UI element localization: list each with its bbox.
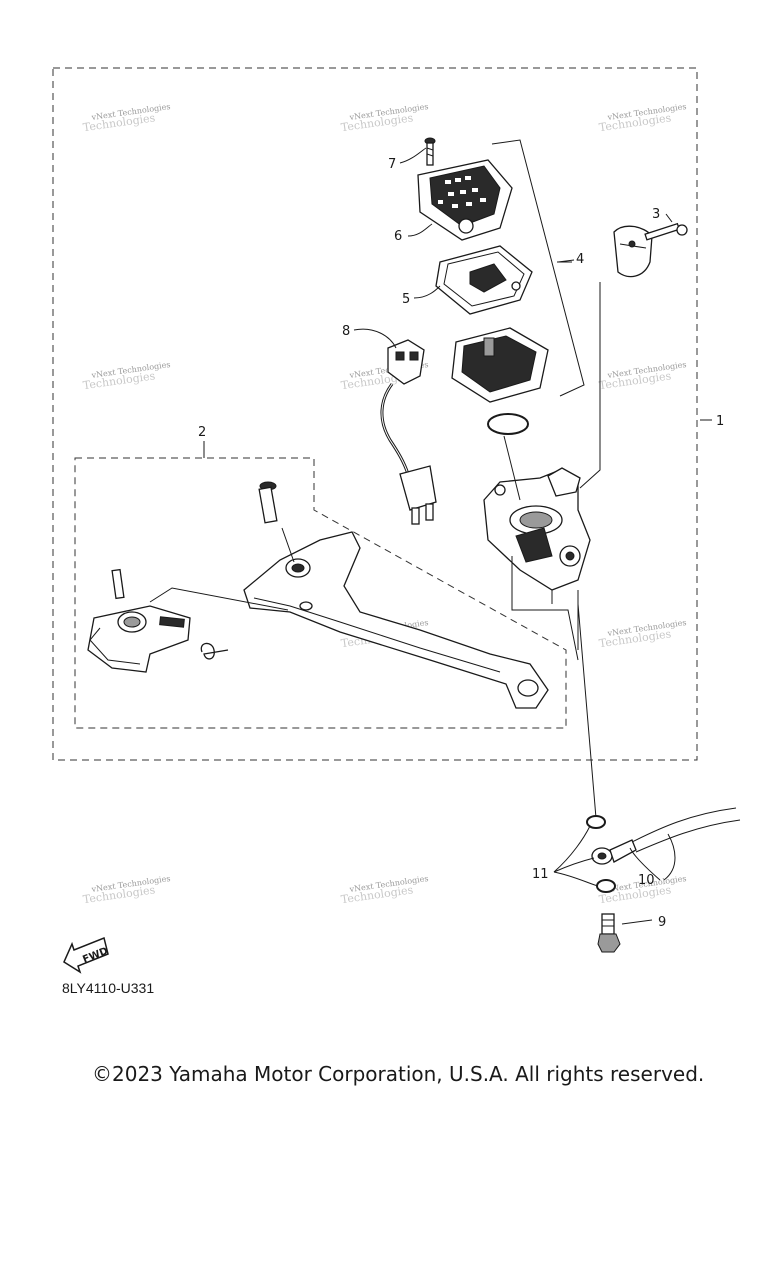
diagram-code: 8LY4110-U331 [62, 980, 154, 996]
diaphragm-part-5 [435, 245, 533, 315]
master-cylinder-part-1 [483, 467, 591, 604]
assembly-frame [52, 67, 698, 761]
washer-part-11-bottom [596, 879, 616, 893]
washer-part-11-top [586, 815, 606, 829]
callout-7: 7 [388, 157, 396, 172]
fwd-arrow-icon: FWD [63, 936, 110, 974]
pivot-bolt [258, 481, 295, 563]
leader-lines [285, 282, 601, 819]
callout-5: 5 [402, 292, 410, 307]
banjo-bolt-part-9 [597, 913, 621, 953]
reservoir-cap-part-6 [417, 159, 513, 241]
brake-switch-part-8 [380, 339, 437, 525]
copyright-text: ©2023 Yamaha Motor Corporation, U.S.A. A… [92, 1062, 705, 1086]
lever-adjuster [87, 568, 289, 673]
brake-lever-part-2 [243, 531, 549, 709]
callout-6: 6 [394, 229, 402, 244]
callout-10: 10 [638, 873, 655, 888]
brake-hose-part-10 [591, 807, 741, 865]
callout-1: 1 [716, 414, 724, 429]
lever-subassembly-frame [74, 457, 567, 729]
callout-2: 2 [198, 425, 206, 440]
reservoir-body [451, 327, 549, 403]
callout-labels: 1 2 3 4 5 6 7 8 9 10 11 [198, 157, 724, 930]
clamp-part-3 [613, 222, 688, 278]
callout-8: 8 [342, 324, 350, 339]
o-ring [487, 413, 529, 435]
callout-11: 11 [532, 867, 549, 882]
callout-leaders [203, 147, 712, 925]
callout-9: 9 [658, 915, 666, 930]
callout-3: 3 [652, 207, 660, 222]
callout-4: 4 [576, 252, 584, 267]
screw-part-7 [424, 137, 436, 166]
